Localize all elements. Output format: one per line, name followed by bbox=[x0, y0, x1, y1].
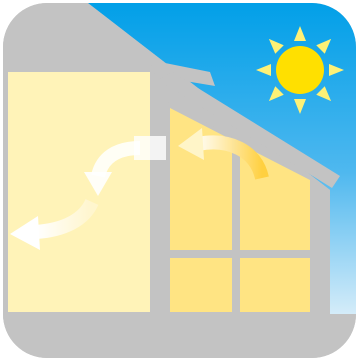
glass-pane-lower-left bbox=[170, 258, 232, 312]
glass-pane-lower-right bbox=[240, 258, 310, 312]
sun-icon bbox=[256, 26, 344, 114]
ground bbox=[0, 314, 359, 361]
house-wall bbox=[8, 72, 150, 312]
